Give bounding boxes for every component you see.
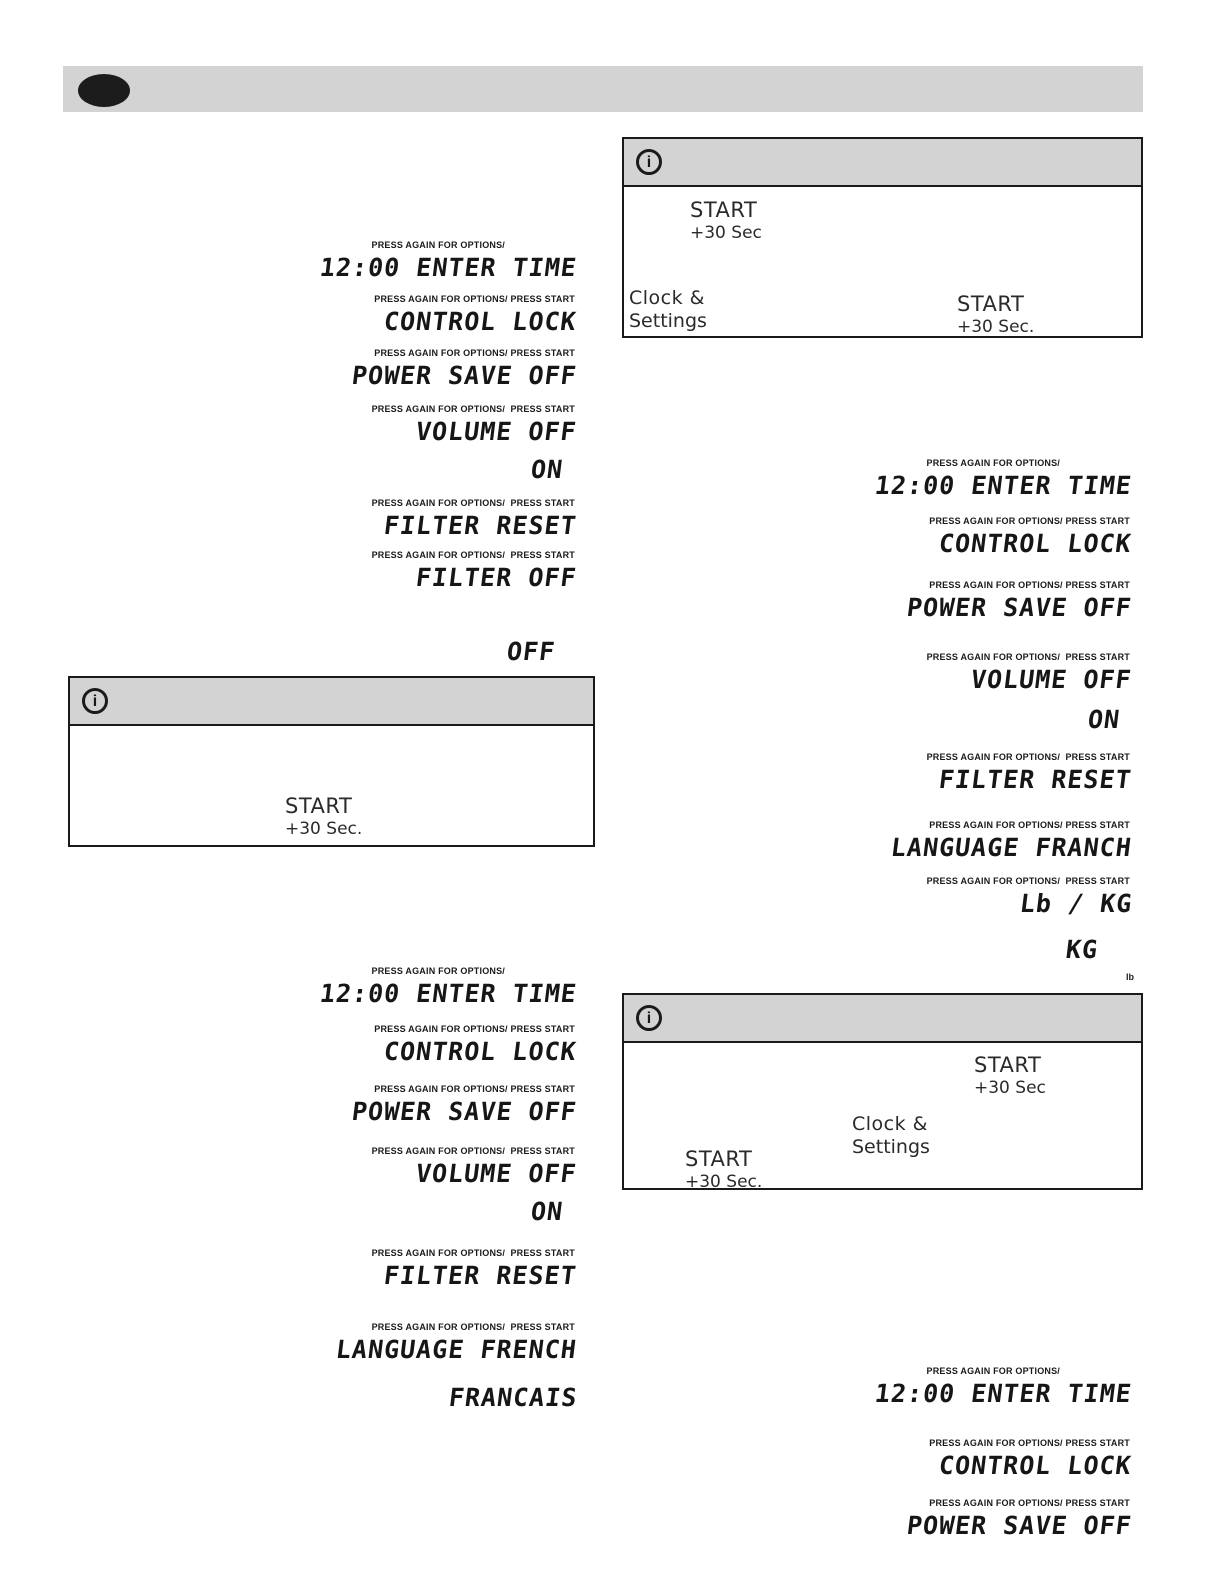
lcd-display-volume-on: ON	[529, 1197, 565, 1226]
lcd-display-power-save: POWER SAVE OFF	[350, 1097, 579, 1126]
lcd-sequence-bottom-left: PRESS AGAIN FOR OPTIONS/ 12:00 ENTER TIM…	[318, 966, 579, 1414]
page-header-bar	[63, 66, 1143, 112]
lcd-display-filter-off: FILTER OFF	[414, 563, 579, 592]
lcd-display-enter-time: 12:00 ENTER TIME	[318, 253, 579, 282]
info-box-header: i	[70, 678, 593, 726]
start-label: START	[685, 1147, 753, 1171]
press-caption: PRESS AGAIN FOR OPTIONS/	[926, 1366, 1060, 1376]
plus30sec-label: +30 Sec	[974, 1078, 1046, 1098]
press-caption: PRESS AGAIN FOR OPTIONS/	[371, 240, 505, 250]
start-label: START	[285, 794, 353, 818]
press-caption: PRESS AGAIN FOR OPTIONS/ PRESS START	[371, 1322, 575, 1332]
lcd-display-volume-on: ON	[1086, 705, 1122, 734]
clock-settings-button-label: Clock & Settings	[852, 1113, 930, 1158]
clock-settings-button-label: Clock & Settings	[629, 287, 707, 332]
press-caption: PRESS AGAIN FOR OPTIONS/ PRESS START	[929, 1438, 1130, 1448]
lcd-display-power-save: POWER SAVE OFF	[905, 593, 1134, 622]
info-icon: i	[636, 149, 662, 175]
press-caption: PRESS AGAIN FOR OPTIONS/ PRESS START	[929, 580, 1130, 590]
settings-label: Settings	[629, 310, 707, 332]
lcd-display-language: LANGUAGE FRENCH	[334, 1335, 579, 1364]
lcd-display-off: OFF	[505, 637, 557, 666]
lcd-display-enter-time: 12:00 ENTER TIME	[873, 1379, 1134, 1408]
press-caption: PRESS AGAIN FOR OPTIONS/ PRESS START	[374, 294, 575, 304]
clock-label: Clock &	[629, 287, 705, 309]
lcd-display-volume-off: VOLUME OFF	[414, 417, 579, 446]
plus30sec-label: +30 Sec	[690, 223, 762, 243]
lcd-display-lb-kg: Lb / KG	[1017, 889, 1134, 918]
lcd-sequence-top-left: PRESS AGAIN FOR OPTIONS/ 12:00 ENTER TIM…	[318, 240, 579, 668]
press-caption: PRESS AGAIN FOR OPTIONS/ PRESS START	[926, 652, 1130, 662]
lcd-display-control-lock: CONTROL LOCK	[382, 1037, 579, 1066]
lcd-display-francais: FRANCAIS	[446, 1383, 579, 1412]
info-box-mid-left: i START +30 Sec.	[68, 676, 595, 847]
clock-label: Clock &	[852, 1113, 928, 1135]
press-caption: PRESS AGAIN FOR OPTIONS/ PRESS START	[929, 820, 1130, 830]
plus30sec-dot-label: +30 Sec.	[685, 1172, 763, 1192]
lcd-display-control-lock: CONTROL LOCK	[937, 1451, 1134, 1480]
lcd-display-control-lock: CONTROL LOCK	[382, 307, 579, 336]
lcd-display-volume-off: VOLUME OFF	[969, 665, 1134, 694]
settings-label: Settings	[852, 1136, 930, 1158]
lcd-display-filter-reset: FILTER RESET	[937, 765, 1134, 794]
lcd-sequence-right: PRESS AGAIN FOR OPTIONS/ 12:00 ENTER TIM…	[873, 458, 1134, 982]
lcd-display-volume-off: VOLUME OFF	[414, 1159, 579, 1188]
press-caption: PRESS AGAIN FOR OPTIONS/ PRESS START	[929, 1498, 1130, 1508]
lcd-display-filter-reset: FILTER RESET	[382, 1261, 579, 1290]
lcd-display-kg: KG	[1064, 935, 1100, 964]
start-plus30-dot-button-label: START +30 Sec.	[285, 794, 362, 839]
press-caption: PRESS AGAIN FOR OPTIONS/ PRESS START	[374, 1084, 575, 1094]
press-caption: PRESS AGAIN FOR OPTIONS/ PRESS START	[374, 348, 575, 358]
start-plus30-button-label: START +30 Sec	[974, 1053, 1046, 1098]
page-number-badge	[78, 74, 130, 107]
info-box-body: START +30 Sec.	[70, 726, 593, 845]
lcd-display-power-save: POWER SAVE OFF	[350, 361, 579, 390]
start-plus30-button-label: START +30 Sec	[690, 198, 762, 243]
info-box-body: START +30 Sec Clock & Settings START +30…	[624, 1043, 1141, 1192]
press-caption: PRESS AGAIN FOR OPTIONS/ PRESS START	[371, 404, 575, 414]
info-box-bottom-right: i START +30 Sec Clock & Settings START +…	[622, 993, 1143, 1192]
lcd-display-filter-reset: FILTER RESET	[382, 511, 579, 540]
press-caption: PRESS AGAIN FOR OPTIONS/ PRESS START	[926, 752, 1130, 762]
lcd-display-enter-time: 12:00 ENTER TIME	[318, 979, 579, 1008]
info-box-header: i	[624, 995, 1141, 1043]
press-caption: PRESS AGAIN FOR OPTIONS/ PRESS START	[926, 876, 1130, 886]
plus30sec-dot-label: +30 Sec.	[957, 317, 1035, 337]
start-label: START	[957, 292, 1025, 316]
info-box-top-right: i START +30 Sec Clock & Settings START +…	[622, 137, 1143, 338]
lcd-display-power-save: POWER SAVE OFF	[905, 1511, 1134, 1540]
press-caption: PRESS AGAIN FOR OPTIONS/	[926, 458, 1060, 468]
lcd-display-control-lock: CONTROL LOCK	[937, 529, 1134, 558]
start-plus30-dot-button-label: START +30 Sec.	[685, 1147, 762, 1192]
lcd-display-language: LANGUAGE FRANCH	[889, 833, 1134, 862]
press-caption: PRESS AGAIN FOR OPTIONS/ PRESS START	[371, 550, 575, 560]
info-icon: i	[82, 688, 108, 714]
plus30sec-dot-label: +30 Sec.	[285, 819, 363, 839]
info-box-header: i	[624, 139, 1141, 187]
press-caption: PRESS AGAIN FOR OPTIONS/ PRESS START	[371, 498, 575, 508]
press-caption: PRESS AGAIN FOR OPTIONS/ PRESS START	[374, 1024, 575, 1034]
lb-footnote: lb	[1126, 972, 1134, 982]
start-plus30-dot-button-label: START +30 Sec.	[957, 292, 1034, 337]
press-caption: PRESS AGAIN FOR OPTIONS/ PRESS START	[371, 1146, 575, 1156]
lcd-display-enter-time: 12:00 ENTER TIME	[873, 471, 1134, 500]
start-label: START	[690, 198, 758, 222]
lcd-display-volume-on: ON	[529, 455, 565, 484]
info-icon: i	[636, 1005, 662, 1031]
lcd-sequence-bottom-right: PRESS AGAIN FOR OPTIONS/ 12:00 ENTER TIM…	[873, 1366, 1133, 1542]
start-label: START	[974, 1053, 1042, 1077]
press-caption: PRESS AGAIN FOR OPTIONS/ PRESS START	[929, 516, 1130, 526]
info-box-body: START +30 Sec Clock & Settings START +30…	[624, 187, 1141, 337]
press-caption: PRESS AGAIN FOR OPTIONS/	[371, 966, 505, 976]
press-caption: PRESS AGAIN FOR OPTIONS/ PRESS START	[371, 1248, 575, 1258]
